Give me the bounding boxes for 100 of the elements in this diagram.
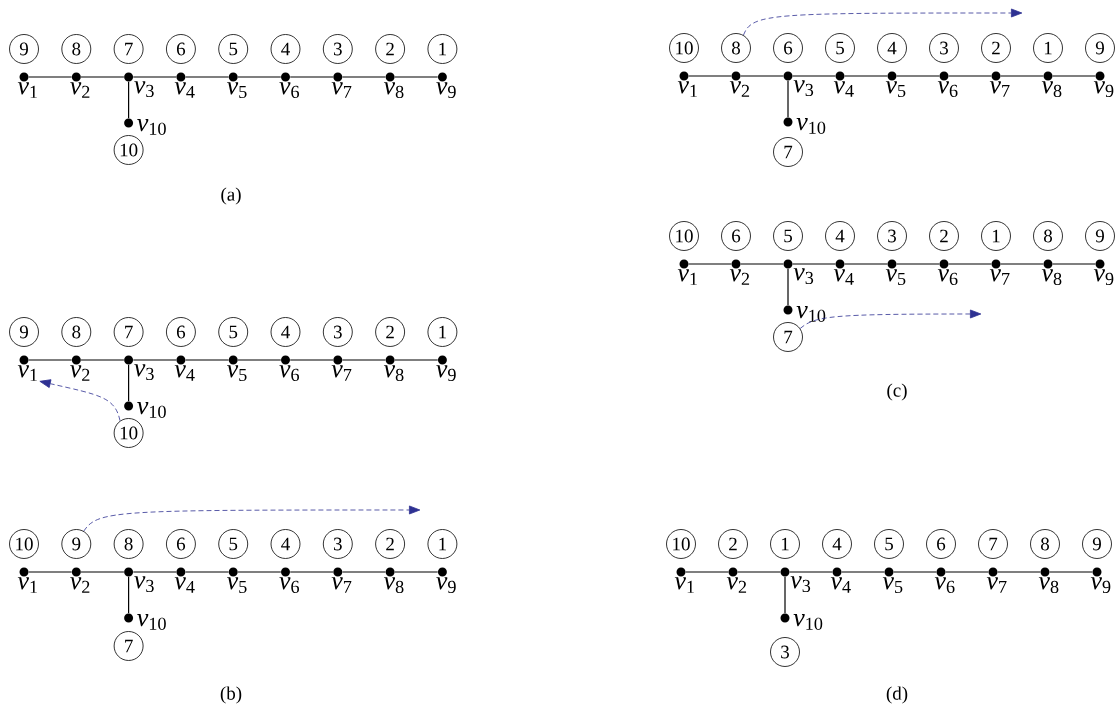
vertex-label: v$_{4}$ [830,577,851,593]
graph-edge [688,263,732,265]
subfigure-label: (a) [221,187,241,205]
graph-edge [237,76,282,78]
vertex-label: v$_{2}$ [70,82,90,98]
vertex-label: v$_{10}$ [137,614,166,630]
vertex-label: v$_{3}$ [134,364,154,381]
graph-edge [185,359,230,361]
graph-edge [341,359,386,361]
vertex-label: v$_{8}$ [383,82,404,99]
vertex-label: v$_{6}$ [937,81,958,98]
vertex-label: v$_{6}$ [279,365,300,382]
vertex-label: v$_{5}$ [885,81,906,98]
vertex-label: v$_{10}$ [137,119,166,135]
graph-edge [394,571,439,573]
vertex-label: v$_{7}$ [989,269,1010,285]
vertex-label: v$_{4}$ [174,577,195,593]
dashed-arrow [39,379,121,422]
graph-edge [128,364,130,402]
vertex-label: v$_{8}$ [1041,269,1062,286]
vertex-label: v$_{7}$ [989,81,1010,97]
graph-edge [80,359,125,361]
graph-edge [237,359,282,361]
vertex-label: v$_{6}$ [934,577,955,594]
vertex-label: v$_{10}$ [796,306,826,322]
vertex-label: v$_{2}$ [729,269,750,285]
vertex-label: v$_{10}$ [793,614,823,630]
vertex-label: v$_{8}$ [1038,577,1059,594]
graph-edge [792,263,836,265]
vertex-label: v$_{4}$ [833,269,854,285]
graph-edge [341,571,386,573]
graph-edge [841,571,885,573]
vertex-label: v$_{2}$ [70,365,90,381]
vertex-label: v$_{6}$ [279,82,300,99]
graph-edge [740,263,784,265]
vertex-label: v$_{6}$ [279,577,300,594]
graph-edge [1052,75,1096,77]
vertex-label: v$_{10}$ [796,118,826,134]
graph-edge [792,75,836,77]
vertex-label: v$_{3}$ [793,80,814,97]
vertex-label: v$_{5}$ [882,577,903,594]
graph-edge [688,75,732,77]
vertex-label: v$_{7}$ [331,577,352,593]
graph-edge [289,76,334,78]
graph-edge [28,76,73,78]
vertex-label: v$_{1}$ [677,269,697,285]
graph-edge [132,571,177,573]
graph-edge [844,75,888,77]
dashed-arrow [83,505,421,532]
vertex-label: v$_{4}$ [174,365,195,381]
vertex-label: v$_{2}$ [729,81,750,97]
graph-edge [185,76,230,78]
graph-edge [948,263,992,265]
graph-edge [185,571,230,573]
graph-edge [132,76,177,78]
graph-edge [997,571,1041,573]
graph-edge [1000,263,1044,265]
graph-edge [394,76,439,78]
subfigure-label: (d) [886,686,908,704]
vertex-label: v$_{9}$ [1093,81,1114,98]
vertex-label: v$_{7}$ [331,365,352,381]
vertex-label: v$_{4}$ [174,82,195,98]
vertex-label: v$_{3}$ [134,576,154,593]
vertex-label: v$_{1}$ [17,365,37,381]
graph-edge [289,359,334,361]
vertex-label: v$_{3}$ [790,576,811,593]
graph-edge [341,76,386,78]
graph-edge [787,80,789,118]
vertex-label: v$_{5}$ [885,269,906,286]
subfigure-label: (b) [220,686,242,704]
vertex-label: v$_{9}$ [1090,577,1111,594]
vertex-label: v$_{2}$ [70,577,90,593]
vertex-label: v$_{3}$ [134,81,154,98]
graph-edge [896,263,940,265]
graph-edge [394,359,439,361]
vertex-label: v$_{3}$ [793,268,814,285]
graph-edge [80,76,125,78]
vertex-label: v$_{1}$ [17,82,37,98]
graph-edge [132,359,177,361]
graph-edge [28,571,73,573]
subfigure-label: (c) [887,383,907,401]
vertex-label: v$_{6}$ [937,269,958,286]
graph-edge [1000,75,1044,77]
graph-edge [237,571,282,573]
vertex-label: v$_{1}$ [677,81,697,97]
graph-edge [893,571,937,573]
graph-edge [945,571,989,573]
graph-edge [1049,571,1093,573]
vertex-label: v$_{9}$ [436,365,456,382]
vertex-label: v$_{4}$ [833,81,854,97]
vertex-label: v$_{1}$ [17,577,37,593]
graph-edge [80,571,125,573]
graph-edge [948,75,992,77]
vertex-label: v$_{8}$ [383,577,404,594]
graph-edge [844,263,888,265]
vertex-label: v$_{7}$ [986,577,1007,593]
graph-edge [740,75,784,77]
graph-edge [784,576,786,614]
vertex-label: v$_{5}$ [227,365,247,382]
graph-edge [1052,263,1096,265]
